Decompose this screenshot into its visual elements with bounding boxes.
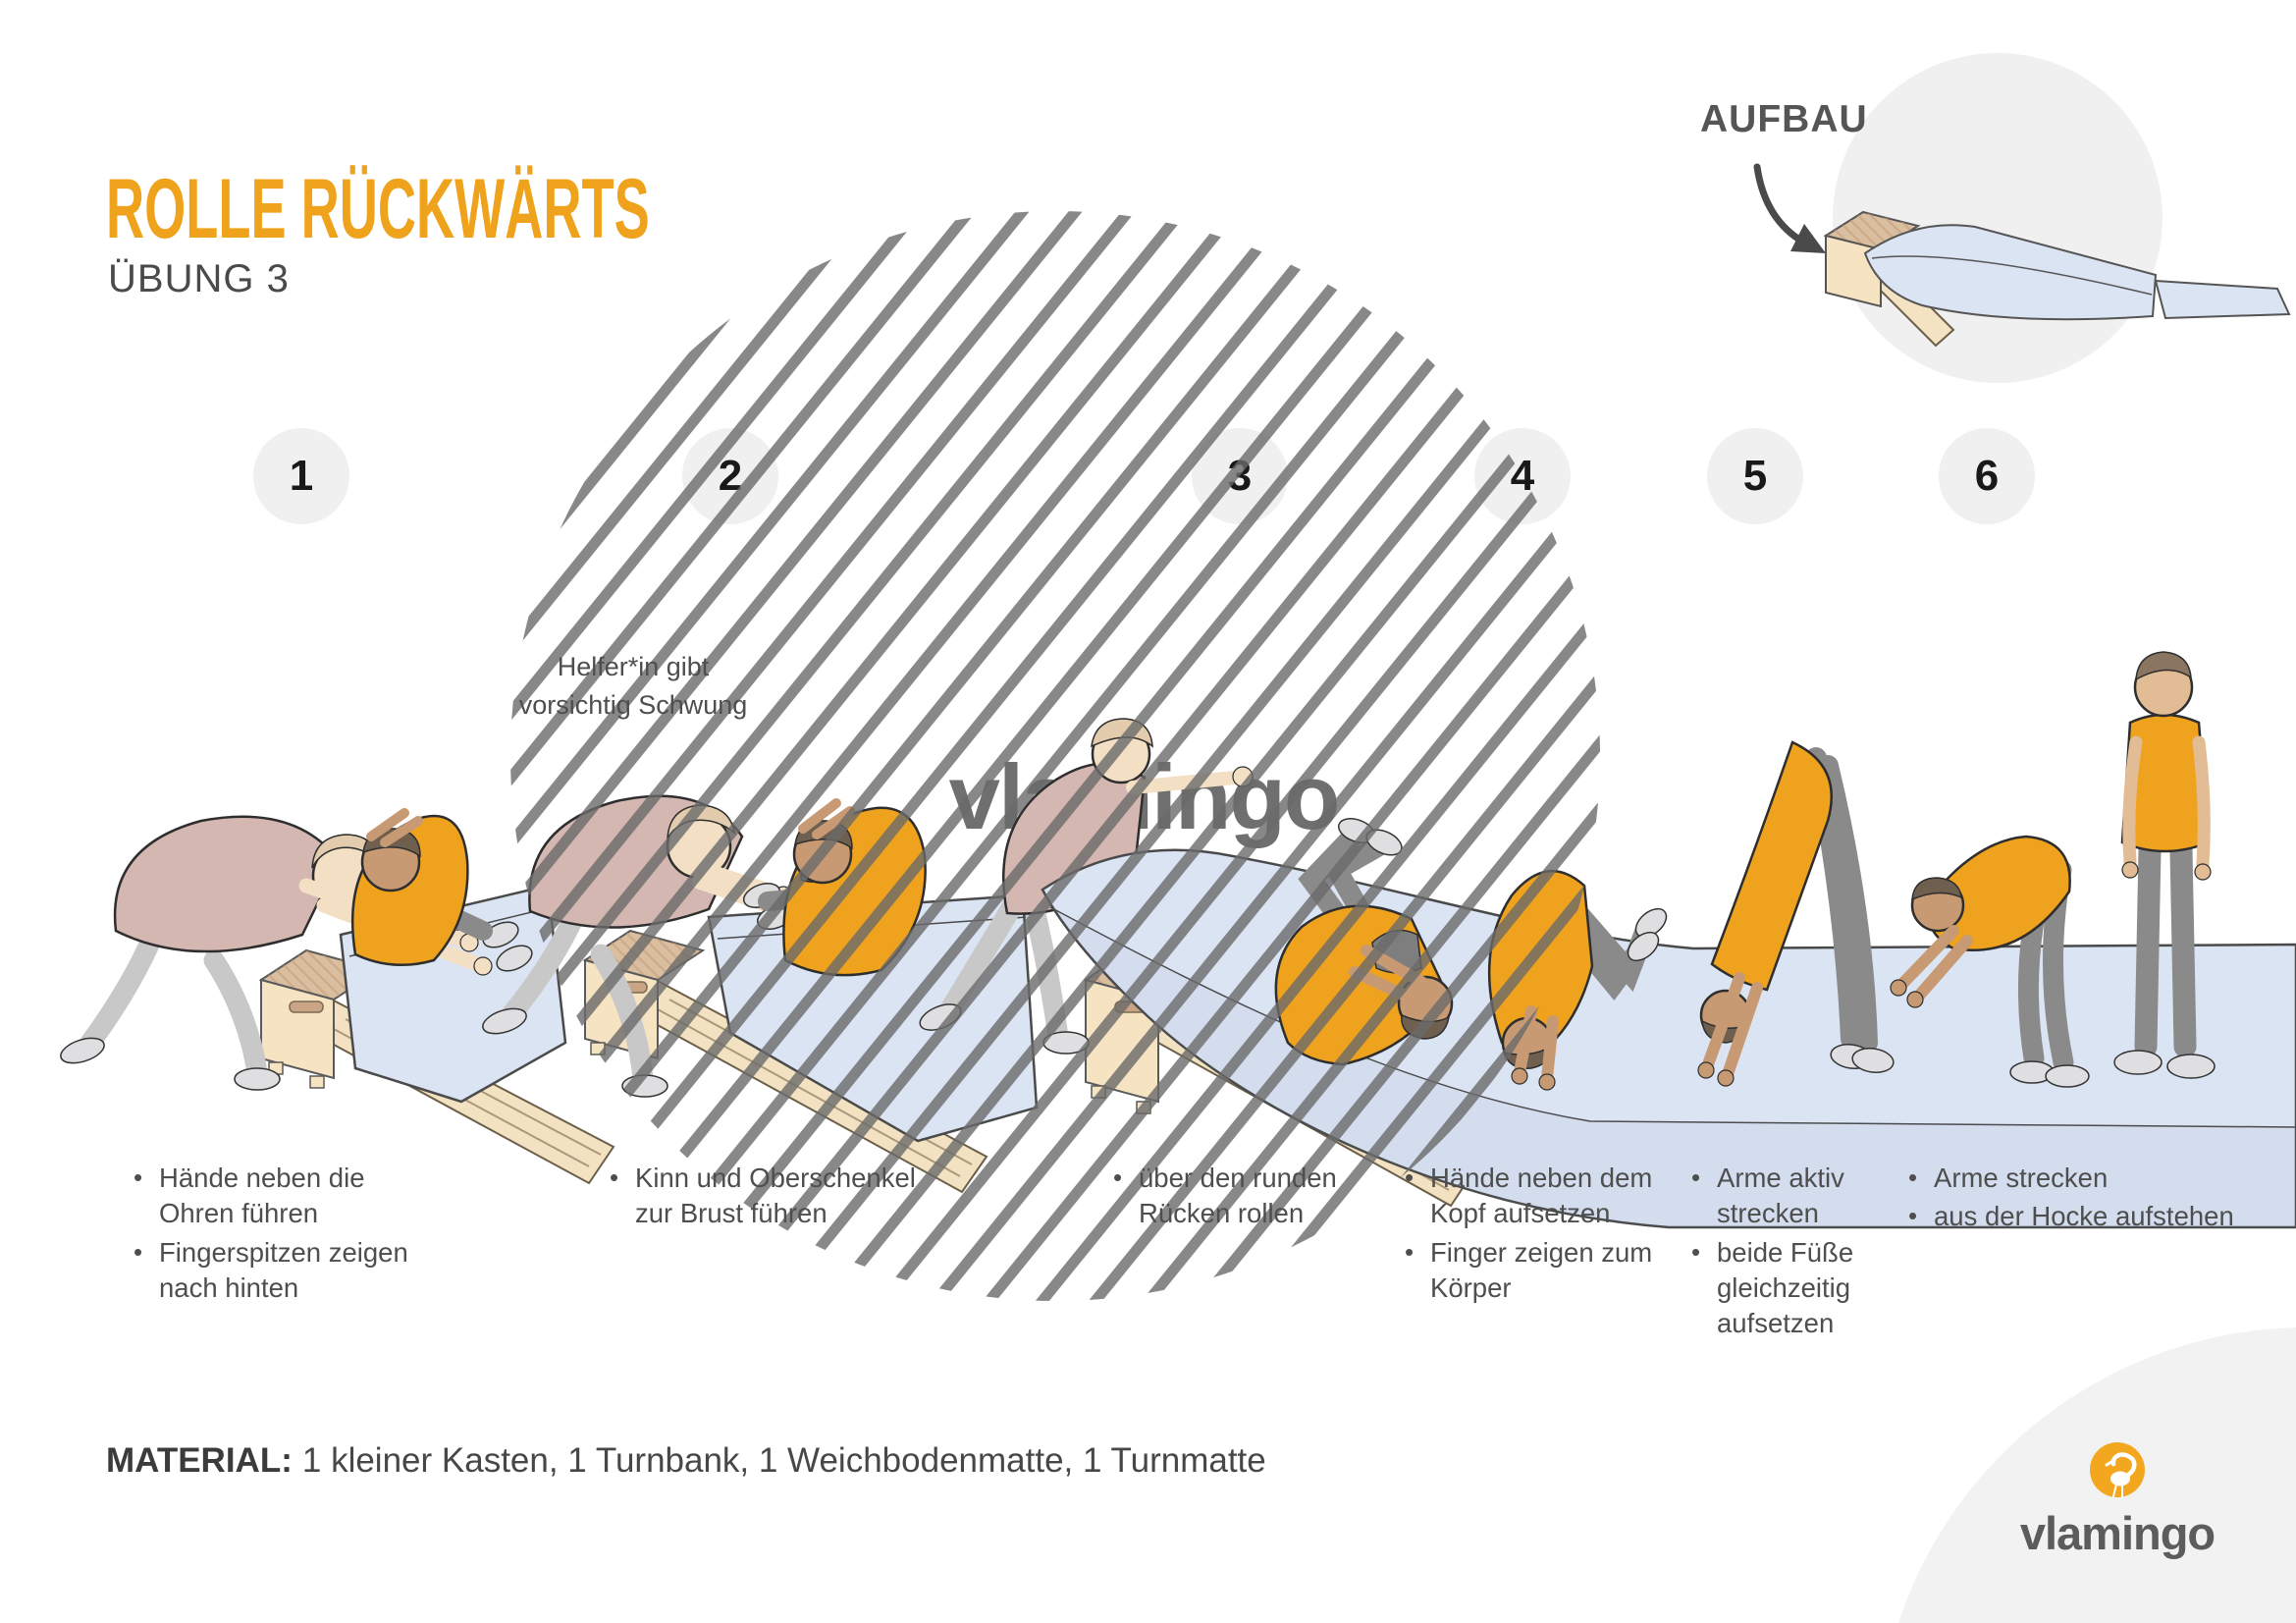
vlamingo-watermark-text: vlamingo bbox=[948, 745, 1341, 848]
footer-circle bbox=[1897, 1327, 2296, 1623]
box-top bbox=[258, 948, 382, 1001]
tucked-roll-figure bbox=[1487, 870, 1668, 1091]
aufbau-bench bbox=[1861, 255, 1955, 348]
vlamingo-logo-text: vlamingo bbox=[2019, 1507, 2216, 1559]
instruction-item: Fingerspitzen zeigen nach hinten bbox=[130, 1235, 444, 1307]
step-2-instructions: Kinn und Oberschenkel zur Brust führen bbox=[606, 1161, 930, 1235]
aufbau-box-front bbox=[1825, 234, 1882, 308]
instruction-item: über den runden Rücken rollen bbox=[1109, 1161, 1364, 1232]
step-6-number: 6 bbox=[1939, 428, 2035, 524]
soft-mat bbox=[339, 884, 567, 1104]
box-front bbox=[584, 958, 659, 1060]
instruction-item: Arme strecken bbox=[1904, 1161, 2287, 1196]
helper-figure bbox=[60, 815, 493, 1091]
step-4-bullet-list: Hände neben dem Kopf aufsetzen Finger ze… bbox=[1401, 1161, 1656, 1306]
page-title: ROLLE RÜCKWÄRTS bbox=[106, 162, 650, 256]
instruction-item: Arme aktiv strecken bbox=[1687, 1161, 1884, 1232]
instruction-item: beide Füße gleichzeitig aufsetzen bbox=[1687, 1235, 1884, 1342]
soft-mat bbox=[707, 893, 1039, 1143]
box-top bbox=[582, 929, 706, 982]
step-4-number: 4 bbox=[1474, 428, 1571, 524]
page-subtitle: ÜBUNG 3 bbox=[108, 257, 290, 300]
instruction-item: Hände neben die Ohren führen bbox=[130, 1161, 444, 1232]
rolling-figure bbox=[1274, 818, 1454, 1066]
instruction-item: Kinn und Oberschenkel zur Brust führen bbox=[606, 1161, 930, 1232]
helper-note: Helfer*in gibt vorsichtig Schwung bbox=[518, 652, 748, 721]
instruction-item: aus der Hocke aufstehen bbox=[1904, 1199, 2287, 1234]
box-front bbox=[1085, 978, 1159, 1104]
standing-figure bbox=[2113, 651, 2216, 1079]
scene-step-2 bbox=[482, 794, 1039, 1194]
instruction-item: Hände neben dem Kopf aufsetzen bbox=[1401, 1161, 1656, 1232]
material-line: MATERIAL:1 kleiner Kasten, 1 Turnbank, 1… bbox=[106, 1441, 1266, 1481]
pike-figure bbox=[1697, 740, 1895, 1087]
aufbau-soft-mat bbox=[1863, 224, 2158, 321]
step-3-number: 3 bbox=[1192, 428, 1288, 524]
step-1-bullet-list: Hände neben die Ohren führen Fingerspitz… bbox=[130, 1161, 444, 1306]
step-6-bullet-list: Arme strecken aus der Hocke aufstehen bbox=[1904, 1161, 2287, 1235]
flamingo-icon bbox=[2090, 1442, 2145, 1498]
step-5-number: 5 bbox=[1707, 428, 1803, 524]
step-4-instructions: Hände neben dem Kopf aufsetzen Finger ze… bbox=[1401, 1161, 1656, 1309]
step-1-number: 1 bbox=[253, 428, 349, 524]
arrow-head bbox=[1790, 224, 1826, 253]
scene-steps-3-6 bbox=[919, 651, 2296, 1229]
material-label: MATERIAL: bbox=[106, 1441, 293, 1480]
rising-figure bbox=[1890, 835, 2090, 1088]
aufbau-box-top bbox=[1823, 210, 1921, 251]
step-6-instructions: Arme strecken aus der Hocke aufstehen bbox=[1904, 1161, 2287, 1238]
step-2-number: 2 bbox=[682, 428, 778, 524]
step-3-bullet-list: über den runden Rücken rollen bbox=[1109, 1161, 1364, 1232]
box-top bbox=[1083, 947, 1206, 1001]
scene-step-1 bbox=[60, 808, 615, 1185]
helper-figure bbox=[482, 794, 807, 1098]
material-items: 1 kleiner Kasten, 1 Turnbank, 1 Weichbod… bbox=[301, 1441, 1266, 1480]
box-front bbox=[260, 978, 335, 1080]
step-2-bullet-list: Kinn und Oberschenkel zur Brust führen bbox=[606, 1161, 930, 1232]
bench bbox=[310, 998, 615, 1185]
step-3-instructions: über den runden Rücken rollen bbox=[1109, 1161, 1364, 1235]
aufbau-label: AUFBAU bbox=[1700, 98, 1868, 140]
step-5-bullet-list: Arme aktiv strecken beide Füße gleichzei… bbox=[1687, 1161, 1884, 1341]
aufbau-thin-mat bbox=[2154, 279, 2291, 320]
instruction-item: Finger zeigen zum Körper bbox=[1401, 1235, 1656, 1307]
performer-figure bbox=[351, 808, 533, 972]
step-1-instructions: Hände neben die Ohren führen Fingerspitz… bbox=[130, 1161, 444, 1309]
step-5-instructions: Arme aktiv strecken beide Füße gleichzei… bbox=[1687, 1161, 1884, 1344]
